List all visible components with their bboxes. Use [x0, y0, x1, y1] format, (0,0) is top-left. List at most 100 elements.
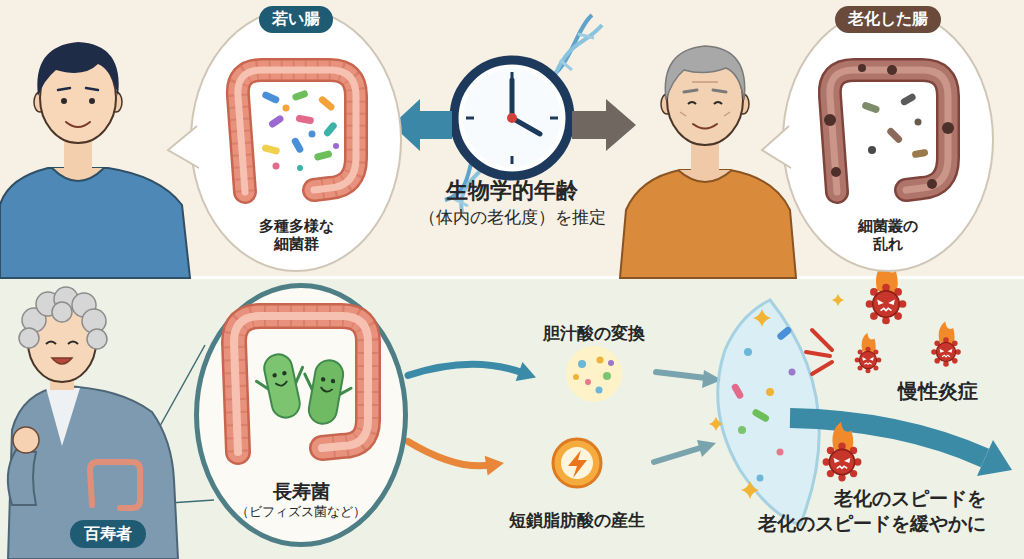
node-outline-ellipse — [197, 286, 406, 545]
disturbed-bacteria — [861, 92, 928, 158]
gut-heading: 若い腸 — [259, 6, 333, 33]
centenarian-woman-part — [13, 427, 39, 453]
centenarian-woman-part-part — [52, 302, 72, 322]
young-colon-part — [238, 70, 356, 192]
energy-icon-part — [568, 450, 587, 478]
aged-colon-part-part — [887, 65, 897, 75]
young-man-part — [52, 168, 104, 181]
bile-acid-particles-part — [566, 346, 622, 402]
shield-and-inflammation-part — [709, 417, 723, 431]
longevity-bacteria-part-part — [307, 358, 346, 426]
shield-and-inflammation-part — [777, 449, 784, 456]
diverse-bacteria-part — [297, 165, 303, 171]
inflammation-label: 慢性炎症 — [898, 378, 978, 405]
clock-with-dna-part — [445, 15, 592, 200]
flow-arrow — [408, 362, 536, 381]
diverse-bacteria-part — [283, 105, 290, 112]
longevity-colon-part — [234, 316, 368, 452]
arrow-head — [516, 362, 536, 381]
diverse-bacteria-part — [261, 90, 280, 104]
centenarian-woman-part-part — [19, 328, 39, 348]
aged-colon-part — [824, 64, 954, 189]
diverse-bacteria-part — [333, 143, 339, 149]
longevity-bacteria-part-part — [282, 371, 287, 376]
diverse-bacteria-part — [268, 114, 285, 129]
bile-acid-particles-part — [578, 360, 586, 368]
shield-and-inflammation-part — [823, 422, 862, 481]
centenarian-woman — [8, 287, 214, 559]
old-man-part — [680, 82, 730, 116]
longevity-bacteria-part-part — [275, 381, 287, 387]
longevity-bacteria-part-part — [272, 373, 277, 378]
bubble-tails-part — [762, 126, 791, 168]
young-man-part — [58, 88, 98, 90]
clock-with-dna-part — [572, 99, 636, 151]
young-man-part — [66, 122, 90, 127]
bile-acid-particles-part — [608, 360, 614, 366]
bubble-tails — [168, 126, 791, 168]
old-man-part — [688, 102, 722, 104]
disturbed-bacteria-part — [861, 101, 880, 114]
young-colon-part — [238, 70, 356, 192]
center-caption: 生物学的年齢 （体内の老化度）を推定 — [402, 176, 622, 229]
gut-heading: 老化した腸 — [835, 6, 941, 33]
bile-acid-step: 胆汁酸の変換 — [536, 320, 652, 400]
longevity-bacteria — [252, 350, 355, 428]
arrow-head — [485, 456, 504, 476]
old-man-part — [684, 90, 726, 92]
centenarian-woman-part — [8, 450, 36, 505]
gut-note: 多種多様な 細菌群 — [256, 217, 336, 255]
longevity-colon-part — [234, 316, 368, 452]
longevity-bacteria-part-part — [256, 367, 306, 391]
step-label: 胆汁酸の変換 — [543, 322, 645, 345]
bile-acid-particles — [566, 346, 622, 402]
longevity-colon-part — [234, 316, 368, 452]
disturbed-bacteria-part — [900, 92, 917, 106]
aged-colon-part — [830, 70, 948, 192]
disturbed-bacteria-part — [886, 127, 904, 145]
diverse-bacteria-part — [309, 131, 316, 138]
shield-and-inflammation-part — [790, 418, 985, 458]
centenarian-woman-part — [46, 388, 80, 446]
longevity-colon — [234, 316, 368, 452]
aged-colon-part-part — [824, 114, 836, 126]
bubble-tails-part — [168, 126, 199, 168]
clock-with-dna-part — [510, 80, 515, 118]
illustration-part — [0, 279, 1024, 559]
shield-and-inflammation-part — [656, 372, 706, 378]
longevity-bacteria-part-part — [320, 387, 332, 393]
young-man-part — [61, 98, 67, 104]
bile-acid-particles-part — [573, 374, 579, 380]
centenarian-woman-part — [19, 287, 107, 349]
diverse-bacteria — [261, 89, 339, 171]
shield-and-inflammation-part — [753, 309, 771, 327]
clock-with-dna-part — [463, 69, 561, 167]
old-man-part — [620, 170, 796, 278]
shield-and-inflammation-part — [977, 440, 1012, 476]
young-gut-bubble: 若い腸多種多様な 細菌群 — [190, 8, 402, 272]
tag-text: 百寿者 — [84, 524, 132, 545]
aged-colon-part-part — [831, 167, 841, 177]
node-outline-ellipse — [191, 9, 401, 271]
arrow-line — [408, 364, 523, 375]
aged-colon-part — [830, 70, 948, 192]
young-colon-part — [238, 70, 356, 192]
shield-and-inflammation-part — [741, 481, 759, 499]
aged-colon-part-part — [858, 64, 866, 72]
shield-and-inflammation-part — [806, 330, 832, 374]
shield-and-inflammation-part — [751, 408, 770, 423]
disturbed-bacteria-part — [868, 146, 876, 154]
young-colon — [238, 70, 356, 192]
young-colon-part — [238, 70, 356, 192]
longevity-bacteria-part-part — [330, 379, 335, 384]
young-man — [0, 42, 190, 278]
shield-and-inflammation-part — [776, 326, 793, 342]
diverse-bacteria-part — [323, 121, 339, 138]
energy-icon — [553, 439, 601, 487]
old-man-part — [665, 46, 744, 100]
shield-and-inflammation-part — [697, 440, 716, 457]
diverse-bacteria-part — [318, 95, 336, 112]
bile-acid-particles-part — [596, 387, 603, 394]
